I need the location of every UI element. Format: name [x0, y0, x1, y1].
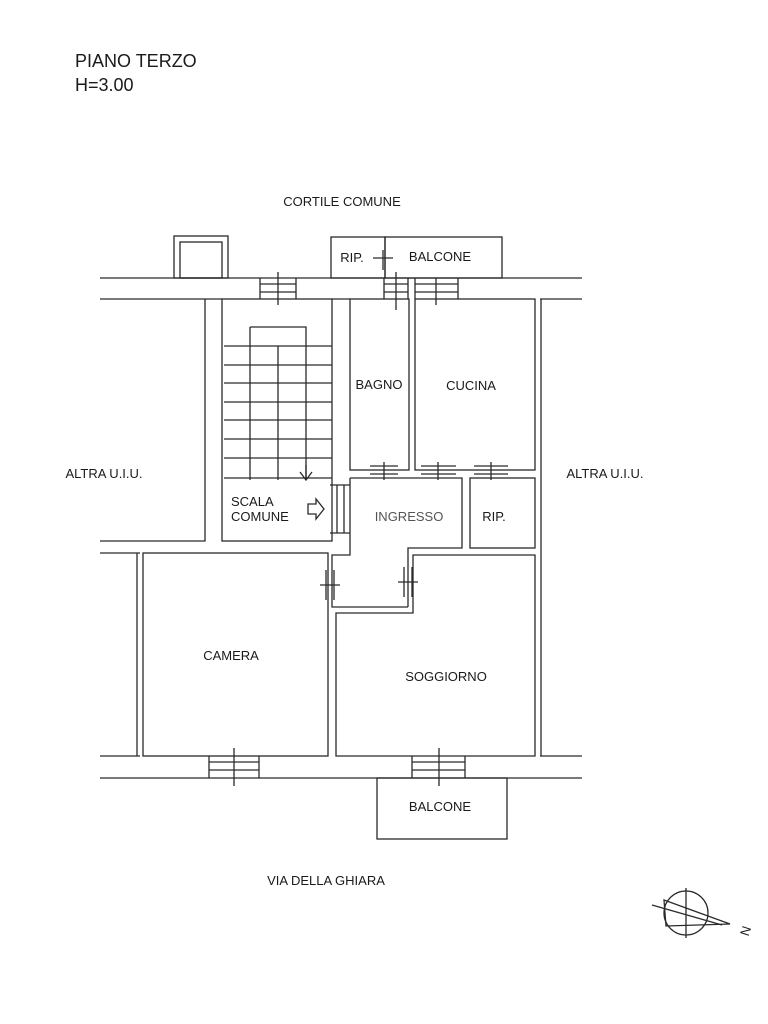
bathroom-label: BAGNO	[356, 377, 403, 392]
storage-top-label: RIP.	[340, 250, 364, 265]
storage-right-room	[469, 477, 536, 549]
door-kitchen	[421, 462, 456, 480]
storage-right-label: RIP.	[482, 509, 506, 524]
courtyard-label: CORTILE COMUNE	[283, 194, 401, 209]
stair-flight	[224, 326, 332, 480]
floor-title: PIANO TERZO	[75, 51, 197, 71]
top-facade-wall	[100, 277, 582, 300]
entrance-label: INGRESSO	[375, 509, 444, 524]
bathroom-room	[349, 298, 410, 471]
kitchen-label: CUCINA	[446, 378, 496, 393]
window-bathroom-top	[383, 272, 409, 310]
north-label: N	[737, 924, 754, 938]
north-arrow-icon	[651, 888, 731, 938]
bedroom-label: CAMERA	[203, 648, 259, 663]
entry-arrow-icon	[307, 497, 325, 521]
stair-door	[330, 484, 350, 534]
balcony-bottom-label: BALCONE	[409, 799, 471, 814]
street-label: VIA DELLA GHIARA	[267, 873, 385, 888]
entrance-walls	[331, 477, 463, 608]
window-living-bottom	[411, 748, 466, 786]
other-unit-left-label: ALTRA U.I.U.	[65, 466, 142, 481]
window-bedroom-bottom	[208, 748, 260, 786]
door-living	[398, 567, 418, 597]
window-stairs-top	[259, 272, 297, 305]
other-unit-right-label: ALTRA U.I.U.	[566, 466, 643, 481]
bedroom-room	[142, 552, 329, 757]
kitchen-room	[414, 298, 536, 471]
balcony-bottom-outline	[376, 777, 508, 840]
door-bedroom	[320, 570, 340, 600]
door-bathroom	[370, 462, 398, 480]
stair-arrow	[299, 465, 313, 482]
living-room-label: SOGGIORNO	[405, 669, 487, 684]
living-room-walls	[335, 554, 536, 757]
stair-label-line1: SCALA	[231, 494, 274, 509]
bottom-facade-wall	[100, 755, 582, 779]
stair-label-line2: COMUNE	[231, 509, 289, 524]
balcony-top-label: BALCONE	[409, 249, 471, 264]
door-storage	[474, 462, 508, 480]
left-unit-wall	[100, 299, 206, 554]
floor-height: H=3.00	[75, 75, 134, 95]
balcony-top-door	[373, 250, 393, 270]
window-kitchen-top	[414, 278, 459, 305]
top-small-box-inner	[179, 241, 223, 279]
